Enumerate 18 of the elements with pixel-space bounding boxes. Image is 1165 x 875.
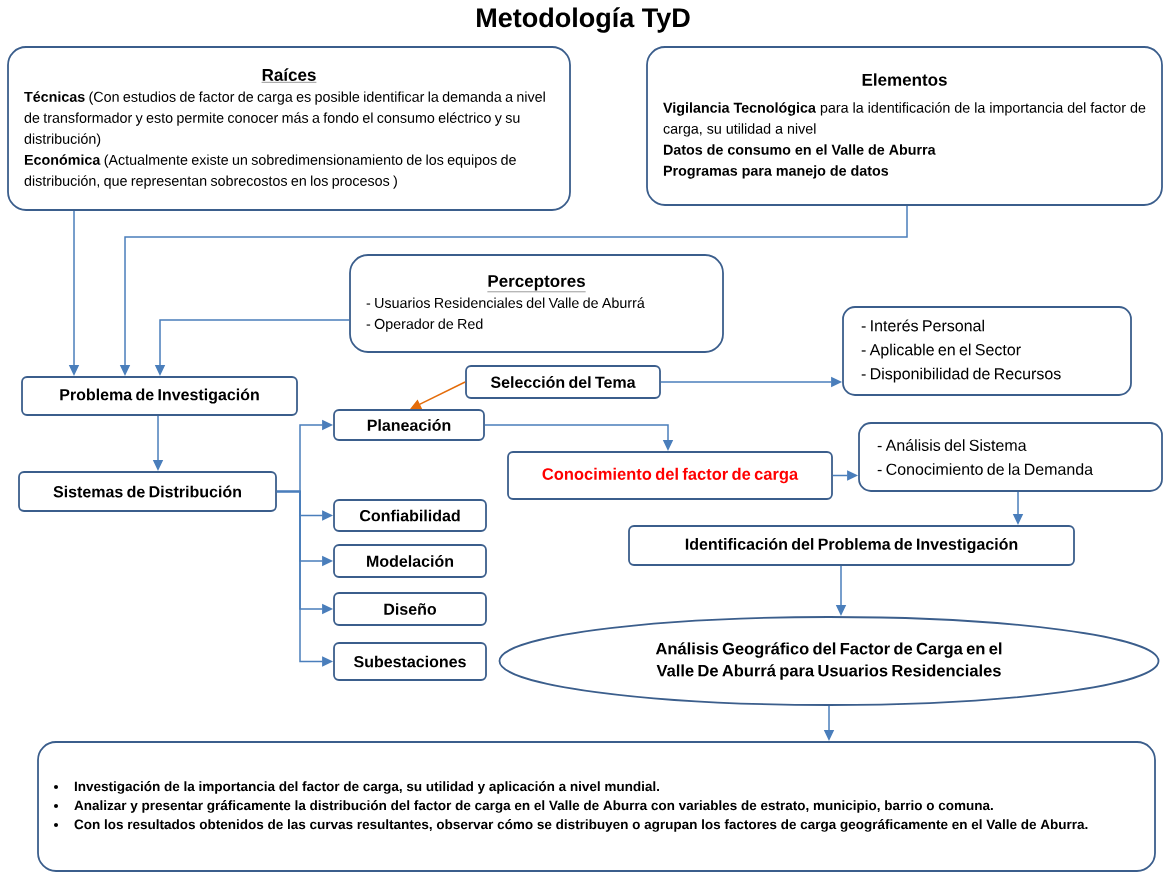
process-box: Conocimiento del factor de carga <box>507 451 833 500</box>
process-box: Modelación <box>333 544 487 578</box>
list-box: - Interés Personal - Aplicable en el Sector - Disponibilidad de Recursos <box>842 306 1132 396</box>
objectives-box: Investigación de la importancia del factor de carga, su utilidad y aplicación a nivel mundial. Analizar y presentar gráficamente la distribución del factor de carga en el Valle de Aburra con variables de estrato, municipio, barrio o comuna. Con los resultados obtenidos de las curvas resultantes, observar cómo se distribuyen o agrupan los factores de carga geográficamente en el Valle de Aburra. <box>37 741 1156 872</box>
text-box: Raíces Técnicas (Con estudios de factor de carga es posible identificar la demanda a nivel de transformador y esto permite conocer más a fondo el consumo eléctrico y su distribución) Económica (Actualmente existe un sobredimensionamiento de los equipos de distribución, que representan sobrecostos en los procesos ) <box>7 46 571 211</box>
title: Metodología TyD <box>477 7 690 33</box>
list-box: - Análisis del Sistema - Conocimiento de la Demanda <box>858 422 1163 492</box>
process-box: Confiabilidad <box>333 499 487 532</box>
process-box: Sistemas de Distribución <box>18 471 277 512</box>
text-box: Elementos Vigilancia Tecnológica para la identificación de la importancia del factor de carga, su utilidad a nivel Datos de consumo en el Valle de Aburra Programas para manejo de datos <box>646 46 1163 206</box>
process-box: Diseño <box>333 592 487 626</box>
arrow <box>410 381 466 410</box>
process-box: Subestaciones <box>333 642 487 681</box>
process-box: Identificación del Problema de Investigación <box>628 525 1075 566</box>
process-box: Planeación <box>333 409 485 441</box>
process-box: Selección del Tema <box>465 365 661 399</box>
text-box: Perceptores - Usuarios Residenciales del Valle de Aburrá - Operador de Red <box>349 254 724 353</box>
process-box: Problema de Investigación <box>21 376 298 416</box>
